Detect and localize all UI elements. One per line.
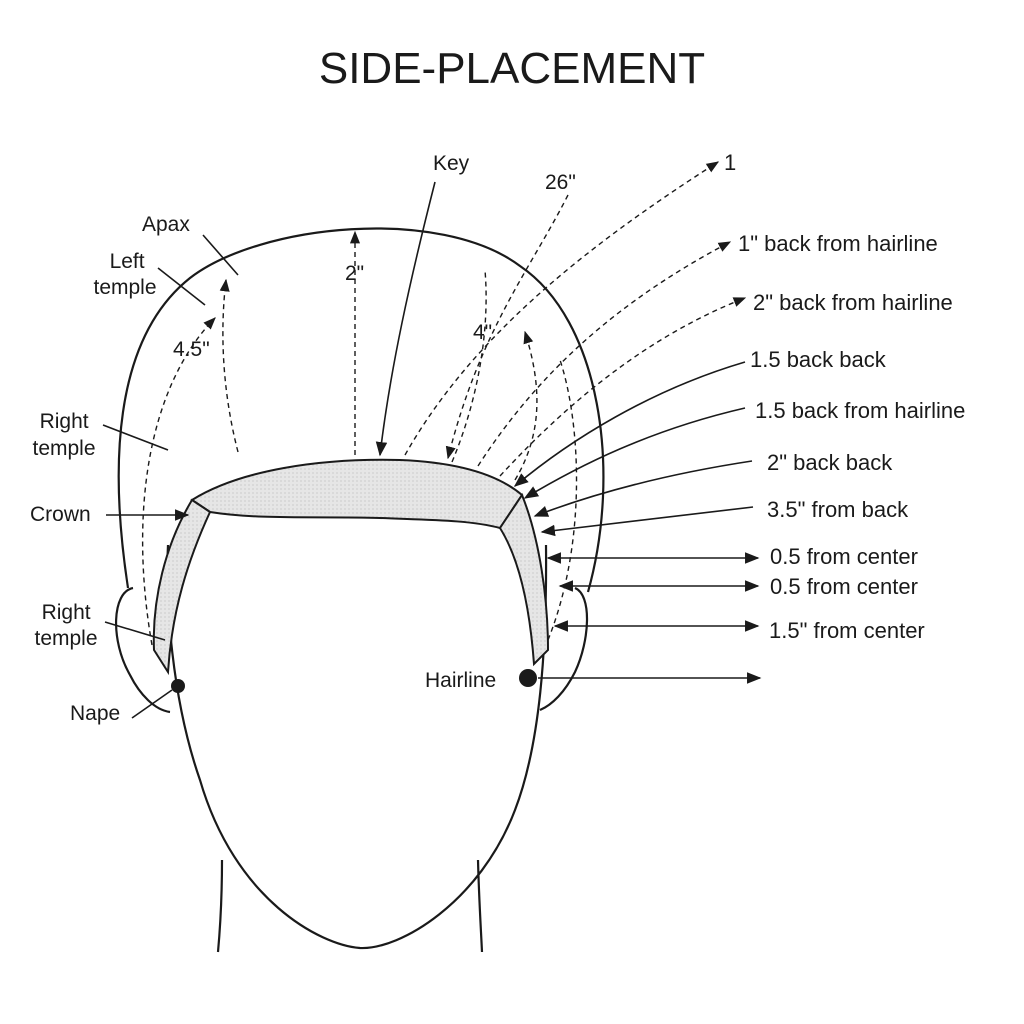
apax-leader xyxy=(202,234,239,276)
label-measure-45: 4.5" xyxy=(173,338,210,361)
right-label-1: 1 xyxy=(724,150,736,175)
label-right-temple-upper-line1: Right xyxy=(40,410,89,433)
label-key: Key xyxy=(433,152,470,175)
nape-leader xyxy=(131,689,173,719)
right-label-8: 0.5 from center xyxy=(770,544,918,569)
hairpiece-strip-right xyxy=(498,492,550,667)
label-right-temple-lower: Right temple xyxy=(34,601,97,650)
label-left-temple-line1: Left xyxy=(110,250,145,273)
right-label-7: 3.5" from back xyxy=(767,497,909,522)
right-label-5: 1.5 back from hairline xyxy=(755,398,965,423)
label-hairline: Hairline xyxy=(425,669,496,692)
head-outline xyxy=(117,227,605,593)
right-label-4: 1.5 back back xyxy=(750,347,887,372)
right-inner-dashed-arc xyxy=(514,330,538,481)
neck-right xyxy=(476,859,484,953)
label-measure-2: 2" xyxy=(345,262,364,285)
left-inner-dashed-arc xyxy=(219,278,239,453)
neck-left xyxy=(216,859,224,953)
right-label-2: 1" back from hairline xyxy=(738,231,938,256)
label-apax: Apax xyxy=(142,213,190,236)
face-outline xyxy=(166,544,548,950)
center-right-dashed-arc xyxy=(451,269,487,463)
right-label-9: 0.5 from center xyxy=(770,574,918,599)
right-label-10: 1.5" from center xyxy=(769,618,925,643)
arrow-15-back-back xyxy=(513,361,746,487)
label-measure-26: 26" xyxy=(545,171,576,194)
label-right-temple-lower-line2: temple xyxy=(34,627,97,650)
right-label-3: 2" back from hairline xyxy=(753,290,953,315)
right-label-6: 2" back back xyxy=(767,450,893,475)
label-nape: Nape xyxy=(70,702,120,725)
hairpiece-band-top xyxy=(190,458,524,530)
key-arrow xyxy=(375,181,436,457)
arrow-35-from-back xyxy=(540,506,754,537)
hairpiece-strip-left xyxy=(152,498,212,676)
right-temple-upper-leader xyxy=(102,424,169,451)
left-outer-dashed-arc xyxy=(141,317,216,646)
label-right-temple-upper-line2: temple xyxy=(32,437,95,460)
arrow-2in-back xyxy=(499,297,747,477)
arrow-26-line xyxy=(445,194,569,460)
label-measure-4: 4" xyxy=(473,321,492,344)
diagram-title: SIDE-PLACEMENT xyxy=(319,44,705,93)
left-ear xyxy=(114,586,171,714)
left-temple-leader xyxy=(157,267,206,306)
right-ear xyxy=(539,586,589,712)
right-outer-dashed-arc xyxy=(547,359,578,641)
label-left-temple-line2: temple xyxy=(93,276,156,299)
label-left-temple: Left temple xyxy=(93,250,156,299)
arrow-1in-back xyxy=(477,241,732,467)
arrow-2in-back-back xyxy=(533,460,753,517)
label-right-temple-lower-line1: Right xyxy=(42,601,91,624)
nape-dot xyxy=(171,679,185,693)
arrow-15-back-hairline xyxy=(523,407,746,499)
label-crown: Crown xyxy=(30,503,91,526)
right-temple-lower-leader xyxy=(104,621,166,641)
hairline-dot xyxy=(519,669,537,687)
label-right-temple-upper: Right temple xyxy=(32,410,95,460)
